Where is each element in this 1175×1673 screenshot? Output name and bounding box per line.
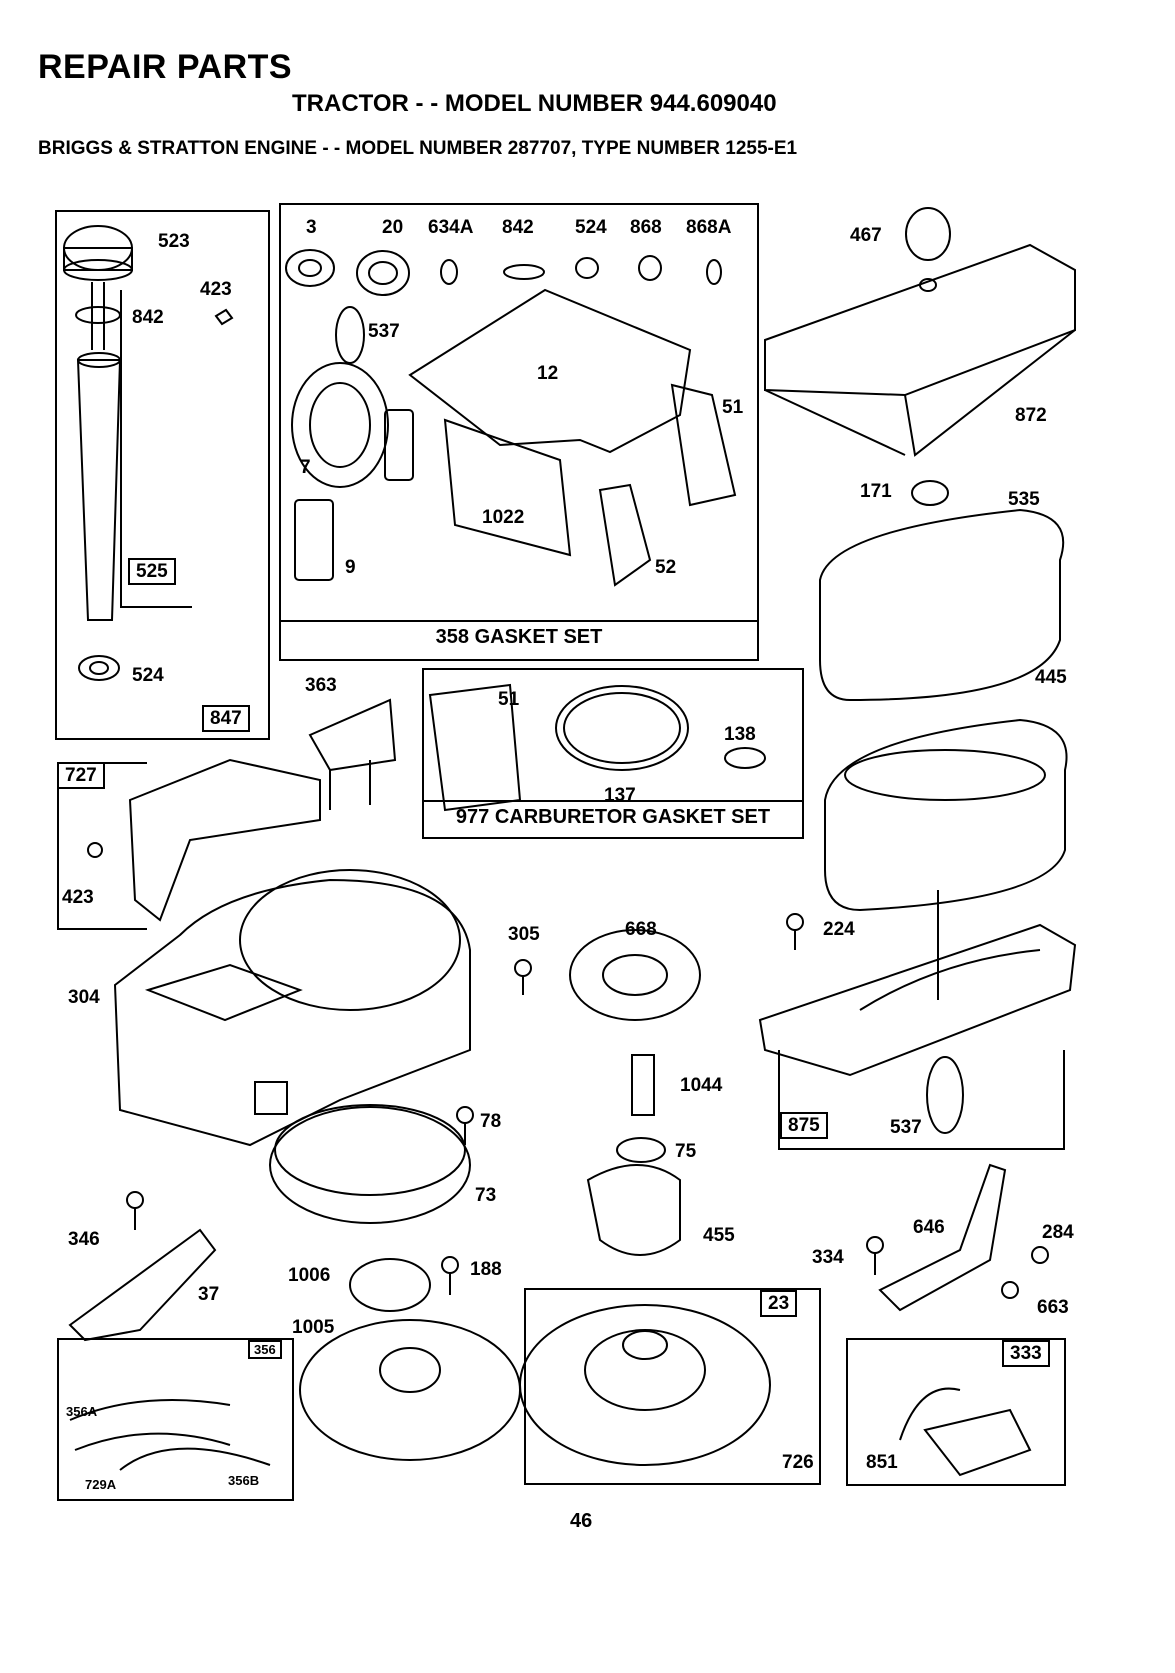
screen-drawing <box>269 1106 471 1224</box>
callout-668: 668 <box>625 919 657 940</box>
callout-138: 138 <box>724 724 756 745</box>
baffle-drawing <box>68 1228 217 1342</box>
callout-523: 523 <box>158 231 190 252</box>
blower-housing-drawing <box>113 869 471 1147</box>
kit-333-tag: 333 <box>1002 1340 1050 1367</box>
tractor-model-heading: TRACTOR - - MODEL NUMBER 944.609040 <box>292 90 777 117</box>
callout-51: 51 <box>722 397 744 418</box>
callout-868A: 868A <box>686 217 732 238</box>
page-title: REPAIR PARTS <box>38 48 293 86</box>
callout-872: 872 <box>1015 405 1047 426</box>
callout-78: 78 <box>480 1111 502 1132</box>
kit-356-box <box>57 1338 294 1501</box>
engine-model-heading: BRIGGS & STRATTON ENGINE - - MODEL NUMBE… <box>38 138 798 159</box>
callout-445: 445 <box>1035 667 1067 688</box>
callout-423-shroud: 423 <box>62 887 94 908</box>
callout-75: 75 <box>675 1141 697 1162</box>
shroud-drawing <box>128 758 321 922</box>
ignition-module-drawing <box>923 1408 1032 1477</box>
callout-356A: 356A <box>66 1404 98 1419</box>
cup-drawing <box>586 1164 681 1256</box>
kit-525-tag: 525 <box>128 558 176 585</box>
kit-847-tag: 847 <box>202 705 250 732</box>
callout-346: 346 <box>68 1229 100 1250</box>
callout-842: 842 <box>132 307 164 328</box>
callout-51-carb: 51 <box>498 689 520 710</box>
callout-663: 663 <box>1037 1297 1069 1318</box>
callout-363: 363 <box>305 675 337 696</box>
callout-7: 7 <box>300 457 311 478</box>
page-number: 46 <box>570 1510 593 1532</box>
carb-gasket-set-title: 977 CARBURETOR GASKET SET <box>422 800 804 839</box>
kit-356-tag: 356 <box>248 1340 282 1359</box>
callout-304: 304 <box>68 987 100 1008</box>
air-cleaner-cover-drawing <box>764 207 1076 506</box>
callout-1005: 1005 <box>292 1317 335 1338</box>
callout-467: 467 <box>850 225 882 246</box>
callout-3: 3 <box>306 217 317 238</box>
air-cleaner-base-drawing <box>758 890 1077 1134</box>
callout-356B: 356B <box>228 1473 260 1488</box>
callout-868: 868 <box>630 217 662 238</box>
callout-535: 535 <box>1008 489 1040 510</box>
kit-333-box <box>846 1338 1066 1486</box>
callout-537: 537 <box>368 321 400 342</box>
wire-harness-drawing <box>69 1399 231 1421</box>
callout-423: 423 <box>200 279 232 300</box>
kit-727-tag: 727 <box>57 762 105 789</box>
callout-137: 137 <box>604 785 636 806</box>
callout-37: 37 <box>198 1284 220 1305</box>
callout-537-base: 537 <box>890 1117 922 1138</box>
callout-842-gasket: 842 <box>502 217 534 238</box>
callout-646: 646 <box>913 1217 945 1238</box>
callout-851: 851 <box>866 1452 898 1473</box>
kit-525-bracket <box>120 290 192 608</box>
callout-634A: 634A <box>428 217 474 238</box>
callout-1044: 1044 <box>680 1075 723 1096</box>
gasket-set-drawing <box>285 249 737 587</box>
callout-224: 224 <box>823 919 855 940</box>
dipstick-kit-box <box>55 210 270 740</box>
callout-188: 188 <box>470 1259 502 1280</box>
callout-524-gasket: 524 <box>575 217 607 238</box>
callout-305: 305 <box>508 924 540 945</box>
callout-73: 73 <box>475 1185 497 1206</box>
callout-20: 20 <box>382 217 404 238</box>
bracket-drawing <box>308 698 397 772</box>
callout-334: 334 <box>812 1247 844 1268</box>
callout-171: 171 <box>860 481 892 502</box>
callout-12: 12 <box>537 363 559 384</box>
flywheel-drawing <box>519 1304 771 1466</box>
callout-52: 52 <box>655 557 677 578</box>
fan-drawing <box>299 1319 521 1461</box>
kit-23-tag: 23 <box>760 1290 798 1317</box>
kit-875-box <box>778 1050 1065 1150</box>
bolt-icons <box>87 842 1049 1299</box>
callout-1022: 1022 <box>482 507 525 528</box>
stud-drawing <box>631 1054 655 1116</box>
callout-455: 455 <box>703 1225 735 1246</box>
callout-1006: 1006 <box>288 1265 331 1286</box>
callout-9: 9 <box>345 557 356 578</box>
kit-23-box <box>524 1288 821 1485</box>
throttle-bracket-drawing <box>878 1163 1007 1312</box>
callout-284: 284 <box>1042 1222 1074 1243</box>
air-filter-drawing <box>819 508 1068 912</box>
gasket-set-box <box>279 203 759 661</box>
kit-875-tag: 875 <box>780 1112 828 1139</box>
callout-726: 726 <box>782 1452 814 1473</box>
callout-524: 524 <box>132 665 164 686</box>
callout-729A: 729A <box>85 1477 117 1492</box>
gasket-set-title: 358 GASKET SET <box>279 620 759 661</box>
carb-gasket-set-box <box>422 668 804 839</box>
